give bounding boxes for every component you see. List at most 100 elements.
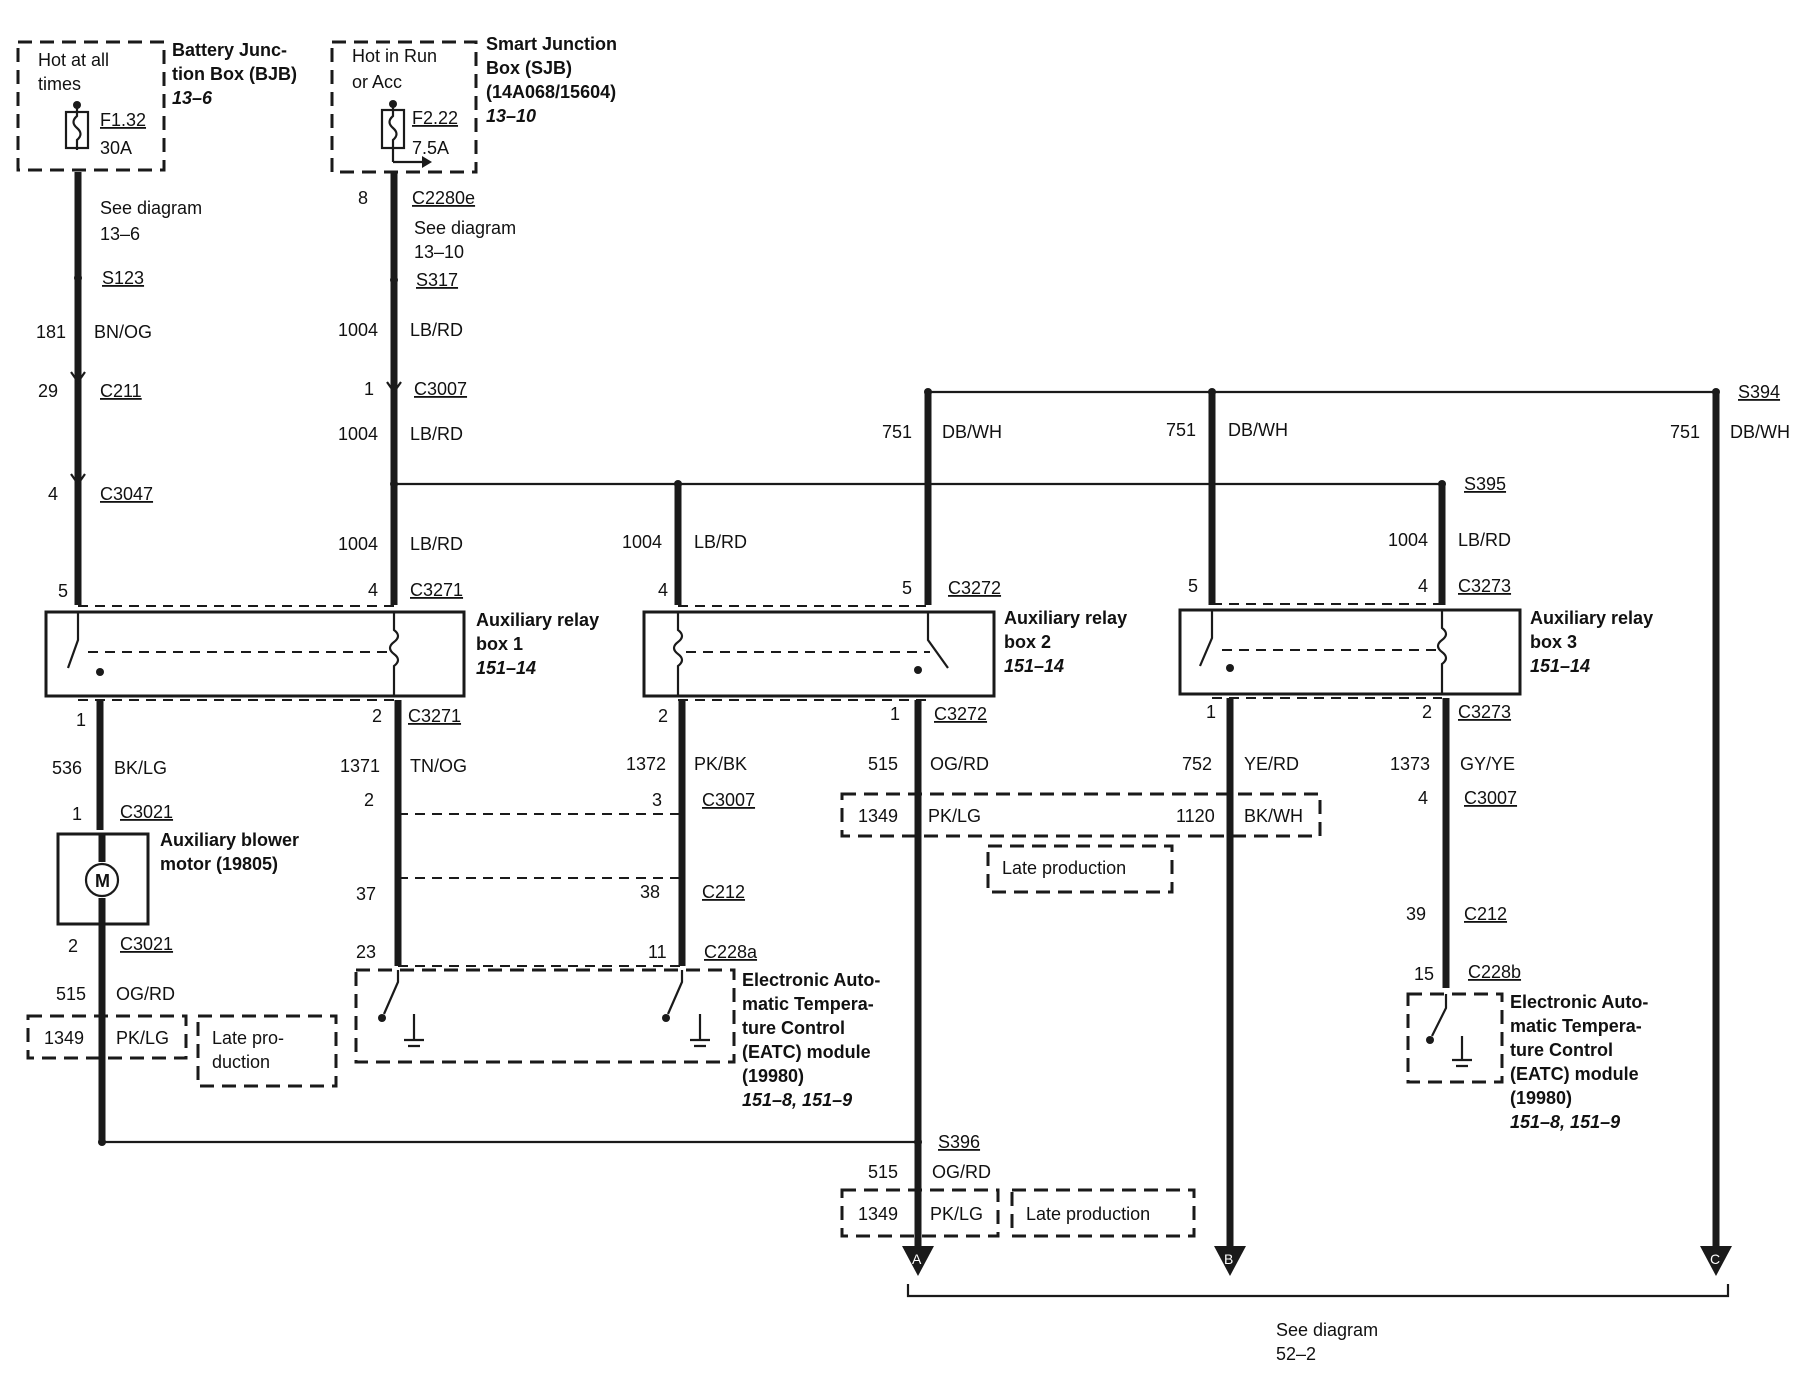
s396-label: S396 [938, 1132, 980, 1152]
relay1-title2: box 1 [476, 634, 523, 654]
wire-1120-number: 1120 [1176, 806, 1215, 826]
wire-1004-color-a: LB/RD [410, 320, 463, 340]
c3272-label-bottom: C3272 [934, 704, 987, 724]
eatc-module-box-2 [1406, 992, 1504, 1084]
eatc2-contact [1426, 1036, 1434, 1044]
duction-label: duction [212, 1052, 270, 1072]
late-production-wire-box-1 [26, 1014, 188, 1060]
late-production-label-3: Late production [1026, 1204, 1150, 1224]
eatc2-l3: ture Control [1510, 1040, 1613, 1060]
c3271-label-bottom: C3271 [408, 706, 461, 726]
c228b-label: C228b [1468, 962, 1521, 982]
wire-751-number-a: 751 [882, 422, 912, 442]
relay-box-2 [642, 610, 996, 698]
c2280e-pin: 8 [358, 188, 368, 208]
wire-536-number: 536 [52, 758, 82, 778]
sjb-fuse-element [388, 104, 398, 162]
c228a-pin23: 23 [356, 942, 376, 962]
s394-label: S394 [1738, 382, 1780, 402]
wire-751-number-b: 751 [1166, 420, 1196, 440]
eatc2-ref: 151–8, 151–9 [1510, 1112, 1620, 1132]
bjb-ref: 13–6 [172, 88, 213, 108]
c3007-pin3: 3 [652, 790, 662, 810]
c3007-label-c: C3007 [1464, 788, 1517, 808]
c212-label-b: C212 [1464, 904, 1507, 924]
see-diagram-label-2: See diagram [414, 218, 516, 238]
relay1-ref: 151–14 [476, 658, 536, 678]
wire-181-number: 181 [36, 322, 66, 342]
c3007-pin4: 4 [1418, 788, 1428, 808]
bjb-fuse-box [16, 40, 166, 172]
wire-181-color: BN/OG [94, 322, 152, 342]
eatc1-contact-b [662, 1014, 670, 1022]
c3273-pin2: 2 [1422, 702, 1432, 722]
c3273-pin5: 5 [1188, 576, 1198, 596]
wire-1120-color: BK/WH [1244, 806, 1303, 826]
s317-splice [390, 276, 398, 284]
relay-box-1 [44, 610, 466, 698]
c212-label-a: C212 [702, 882, 745, 902]
c3047-label: C3047 [100, 484, 153, 504]
wire-515-number-a: 515 [56, 984, 86, 1004]
c3021-pin2: 2 [68, 936, 78, 956]
relay2-switch-icon [926, 612, 949, 669]
bjb-hot-line1: Hot at all [38, 50, 109, 70]
motor-symbol: M [95, 871, 110, 891]
eatc1-ground-icon-b [690, 1014, 710, 1048]
c3272-pin4: 4 [658, 580, 668, 600]
see-diagram-ref-13-10: 13–10 [414, 242, 464, 262]
eatc1-l5: (19980) [742, 1066, 804, 1086]
c2280e-label: C2280e [412, 188, 475, 208]
s396-splice [914, 1138, 922, 1146]
relay1-coil-icon [388, 612, 400, 696]
c3272-pin5: 5 [902, 578, 912, 598]
relay3-title1: Auxiliary relay [1530, 608, 1653, 628]
late-production-wire-box-3 [840, 1188, 1000, 1238]
late-production-box-2 [986, 844, 1174, 894]
late-production-box-1 [196, 1014, 338, 1088]
late-pro-label: Late pro- [212, 1028, 284, 1048]
wire-515-color-a: OG/RD [116, 984, 175, 1004]
eatc2-l4: (EATC) module [1510, 1064, 1639, 1084]
bjb-hot-line2: times [38, 74, 81, 94]
wire-1349-color-a: PK/LG [116, 1028, 169, 1048]
c3007-label-a: C3007 [414, 379, 467, 399]
late-production-box-3 [1010, 1188, 1196, 1238]
sjb-title1: Smart Junction [486, 34, 617, 54]
bottom-bracket [906, 1284, 1730, 1298]
eatc1-ground-icon-a [404, 1014, 424, 1048]
motor-title2: motor (19805) [160, 854, 278, 874]
wire-1004-color-e: LB/RD [1458, 530, 1511, 550]
c3007-connector-icon-a [386, 381, 402, 394]
wire-515-number-b: 515 [868, 754, 898, 774]
wire-1004-color-b: LB/RD [410, 424, 463, 444]
motor-icon [84, 862, 120, 898]
sjb-title3: (14A068/15604) [486, 82, 616, 102]
relay3-coil-icon [1436, 610, 1448, 694]
wire-536-color: BK/LG [114, 758, 167, 778]
relay1-title1: Auxiliary relay [476, 610, 599, 630]
s123-splice [74, 274, 82, 282]
sjb-title2: Box (SJB) [486, 58, 572, 78]
motor-title1: Auxiliary blower [160, 830, 299, 850]
c3007-pin1: 1 [364, 379, 374, 399]
bjb-fuse-element [72, 105, 82, 150]
c228b-pin15: 15 [1414, 964, 1434, 984]
wire-1004-number-a: 1004 [338, 320, 378, 340]
sjb-fuse-id: F2.22 [412, 108, 458, 128]
wire-1349-number-b: 1349 [858, 806, 898, 826]
wire-1004-number-e: 1004 [1388, 530, 1428, 550]
wire-751-number-c: 751 [1670, 422, 1700, 442]
relay3-ref: 151–14 [1530, 656, 1590, 676]
wire-1372-number: 1372 [626, 754, 666, 774]
relay1-switch-icon [66, 612, 80, 669]
eatc1-ref: 151–8, 151–9 [742, 1090, 852, 1110]
c3271-pin2: 2 [372, 706, 382, 726]
wire-1349-color-c: PK/LG [930, 1204, 983, 1224]
sjb-fuse-box [330, 40, 478, 174]
wire-1373-number: 1373 [1390, 754, 1430, 774]
relay1-contact [96, 668, 104, 676]
s123-label: S123 [102, 268, 144, 288]
